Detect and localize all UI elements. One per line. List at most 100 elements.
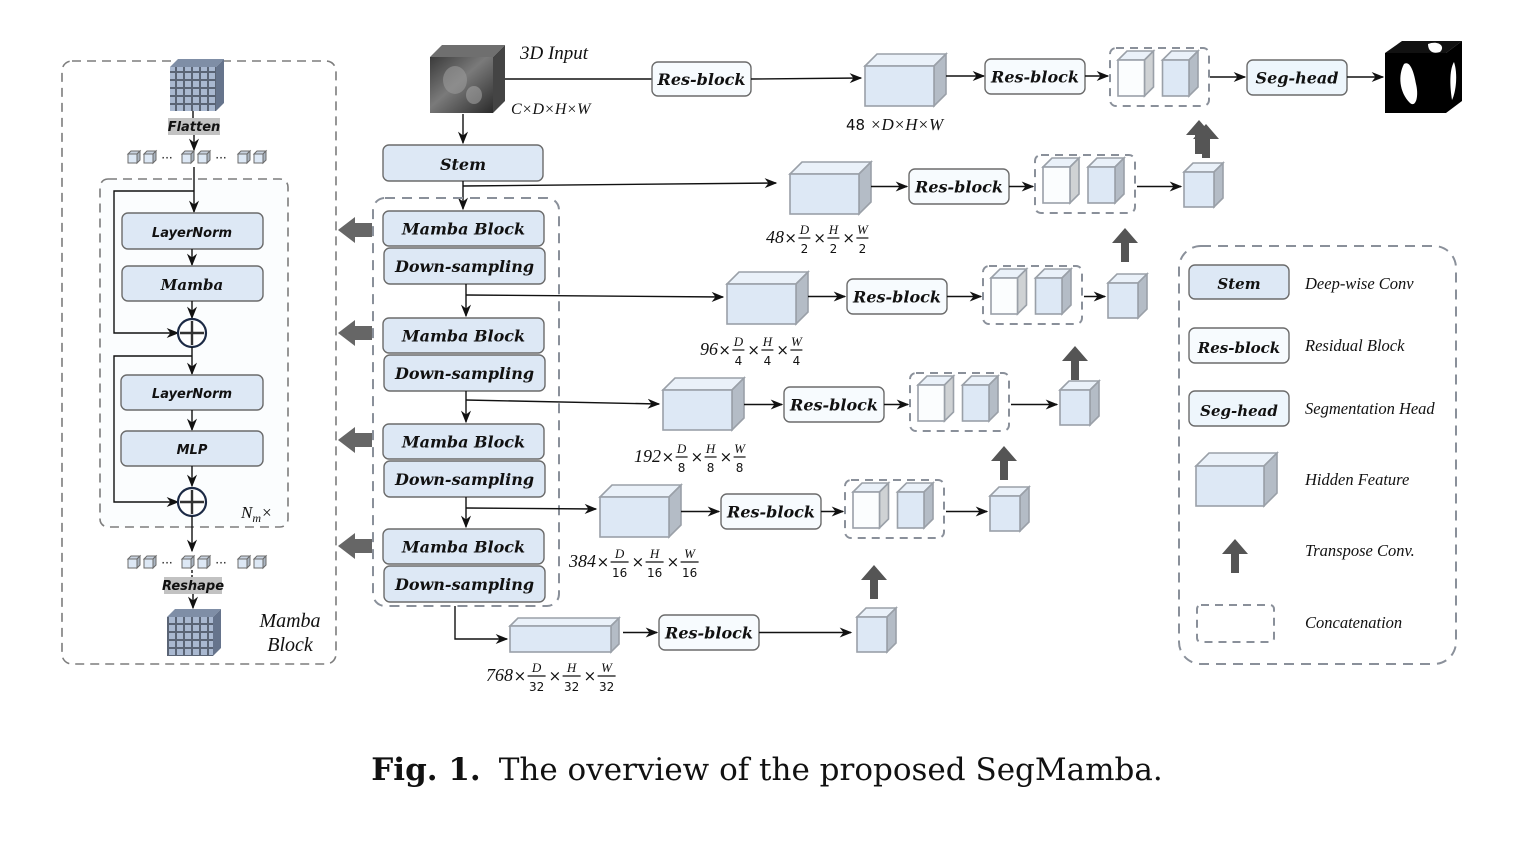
mamba-label: Mamba bbox=[160, 276, 223, 294]
mamba-block-1-box bbox=[382, 210, 545, 247]
output-segmentation-cube-icon bbox=[1385, 41, 1462, 113]
upsampled-row5-cube-icon bbox=[855, 606, 898, 654]
frac-denominator: 16 bbox=[682, 566, 697, 580]
frac-denominator: 4 bbox=[793, 354, 801, 368]
hidden-feature-row4-cube-icon bbox=[598, 483, 683, 539]
feature-grid-cube-icon bbox=[170, 59, 224, 111]
stem-skip-arrow bbox=[462, 178, 778, 189]
times-sign: × bbox=[776, 341, 789, 359]
legend-seghead-key-label: Seg-head bbox=[1200, 402, 1278, 420]
token-ellipsis: ··· bbox=[161, 556, 172, 570]
times-sign: × bbox=[514, 667, 527, 685]
times-sign: × bbox=[720, 448, 733, 466]
legend-cube bbox=[1194, 451, 1279, 508]
input-dims: C×D×H×W bbox=[511, 101, 592, 118]
mamba-block-2-box bbox=[382, 317, 545, 354]
mamba-block-title-line1: Mamba bbox=[258, 610, 320, 632]
cube-front bbox=[1195, 465, 1265, 507]
times-sign: × bbox=[718, 341, 731, 359]
down-sampling-4-label: Down-sampling bbox=[394, 575, 534, 594]
flatten-label: Flatten bbox=[168, 120, 221, 135]
token-side bbox=[206, 554, 211, 570]
input-cube-top bbox=[430, 45, 505, 57]
frac-numerator: H bbox=[566, 660, 577, 675]
cube-side bbox=[1188, 49, 1199, 98]
transpose-conv-row4-arrow-icon bbox=[991, 446, 1017, 480]
token-side bbox=[246, 149, 251, 165]
cube-front bbox=[1042, 166, 1071, 204]
cube-top bbox=[863, 53, 948, 67]
upsampled-feature-cube-icon bbox=[960, 374, 1000, 423]
token-ellipsis: ··· bbox=[215, 556, 226, 570]
frac-numerator: D bbox=[676, 441, 687, 456]
legend-stem-key-label: Stem bbox=[1217, 275, 1260, 293]
frac-numerator: W bbox=[857, 222, 869, 237]
down-sampling-2-box bbox=[383, 354, 546, 392]
hidden-feature-row0-cube-icon bbox=[863, 52, 948, 108]
token-side bbox=[152, 554, 157, 570]
frac-numerator: H bbox=[705, 441, 716, 456]
times-sign: × bbox=[662, 448, 675, 466]
figure-caption: Fig. 1.The overview of the proposed SegM… bbox=[0, 752, 1534, 788]
cube-front bbox=[852, 491, 881, 529]
out-mask-front bbox=[1400, 63, 1418, 105]
cube-side bbox=[988, 374, 999, 423]
mamba-block-1-label: Mamba Block bbox=[401, 220, 525, 239]
feature-dims-label-5: 768×D32×H32×W32 bbox=[486, 660, 616, 694]
frac-numerator: D bbox=[733, 334, 744, 349]
frac-denominator: 2 bbox=[801, 242, 809, 256]
cube-front bbox=[1059, 389, 1091, 426]
cube-front bbox=[1183, 171, 1215, 208]
legend-seghead-key bbox=[1188, 390, 1290, 427]
res-block-row0b-label: Res-block bbox=[990, 68, 1079, 87]
hidden-feature-row2-cube-icon bbox=[725, 270, 810, 326]
cube-top bbox=[788, 161, 873, 175]
token-side bbox=[206, 149, 211, 165]
legend-seghead-desc: Segmentation Head bbox=[1305, 399, 1435, 418]
token-icon bbox=[181, 558, 192, 569]
hidden-feature-row5-cube-icon bbox=[508, 616, 621, 654]
cube-front bbox=[1107, 282, 1139, 319]
token-side bbox=[136, 554, 141, 570]
cube-front bbox=[599, 496, 670, 538]
down-sampling-2-label: Down-sampling bbox=[394, 364, 534, 383]
legend-transpose-conv-desc: Transpose Conv. bbox=[1305, 541, 1415, 560]
frac-denominator: 2 bbox=[830, 242, 838, 256]
cube-side bbox=[923, 481, 934, 530]
legend-transpose-conv-arrow-icon bbox=[1222, 539, 1248, 573]
upsampled-feature-cube-icon bbox=[895, 481, 935, 530]
down-sampling-3-box bbox=[383, 460, 546, 498]
upsampled-row1-cube-icon bbox=[1182, 161, 1225, 209]
token-icon bbox=[127, 558, 138, 569]
mamba-block-4-box bbox=[382, 528, 545, 565]
cube-side bbox=[886, 606, 897, 654]
token-side bbox=[136, 149, 141, 165]
frac-denominator: 8 bbox=[707, 461, 715, 475]
out-top bbox=[1385, 41, 1462, 53]
legend-up-arrow bbox=[1222, 539, 1248, 573]
frac-numerator: H bbox=[828, 222, 839, 237]
token-icon bbox=[237, 153, 248, 164]
input-label: 3D Input bbox=[519, 43, 589, 64]
res-block-row4-label: Res-block bbox=[726, 503, 815, 522]
transpose-conv-row3-arrow-icon bbox=[1062, 346, 1088, 380]
out-mask-side bbox=[1450, 62, 1457, 100]
frac-numerator: D bbox=[614, 546, 625, 561]
frac-denominator: 16 bbox=[612, 566, 627, 580]
frac-denominator: 32 bbox=[564, 680, 579, 694]
legend-stem-key bbox=[1188, 264, 1290, 300]
feature-dims-label-1: 48×D2×H2×W2 bbox=[766, 222, 869, 256]
input-volume bbox=[430, 45, 505, 113]
mamba-block-3-box bbox=[382, 423, 545, 460]
pointer-arrow-3-icon bbox=[338, 427, 372, 453]
frac-denominator: 16 bbox=[647, 566, 662, 580]
mamba-block-detail-panel: Flatten ······ LayerNorm Mamba LayerNorm… bbox=[61, 59, 337, 665]
transpose-conv-row2-arrow-icon bbox=[1112, 228, 1138, 262]
res-block-row0-label: Res-block bbox=[657, 70, 746, 89]
res-block-row2-label: Res-block bbox=[852, 288, 941, 307]
frac-denominator: 32 bbox=[599, 680, 614, 694]
cube-front bbox=[509, 625, 612, 653]
cube-front bbox=[1034, 277, 1063, 315]
